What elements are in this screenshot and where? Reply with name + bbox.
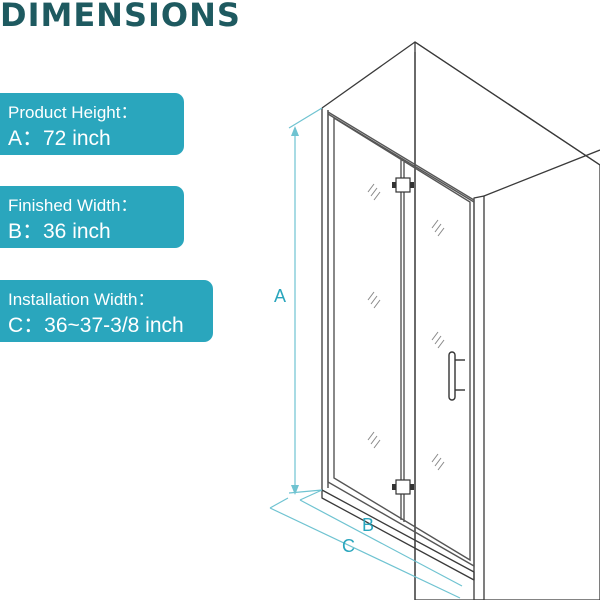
glass-reflection — [367, 431, 381, 449]
glass-reflection — [431, 331, 445, 349]
spec-label: Product Height： — [8, 103, 138, 122]
top-rail — [327, 113, 475, 203]
door-frame — [327, 110, 475, 568]
dim-line-b — [299, 499, 463, 587]
dim-line-c — [269, 507, 461, 599]
spec-box-finished-width: Finished Width： B：36 inch — [0, 186, 184, 248]
spec-value: A：72 inch — [8, 127, 111, 150]
glass-reflection — [367, 291, 381, 309]
spec-box-product-height: Product Height： A：72 inch — [0, 93, 184, 155]
glass-reflection — [367, 183, 381, 201]
glass-reflection — [431, 453, 445, 471]
right-wall — [473, 195, 485, 600]
door-frame-inner — [333, 116, 471, 562]
spec-box-installation-width: Installation Width： C：36~37-3/8 inch — [0, 280, 213, 342]
hinge-top — [395, 177, 411, 193]
hinge-bottom — [395, 479, 411, 495]
dim-label-b: B — [362, 515, 374, 535]
spec-value: C：36~37-3/8 inch — [8, 314, 184, 337]
glass-reflection — [431, 219, 445, 237]
page-title: DIMENSIONS — [0, 0, 241, 34]
floor-threshold — [321, 489, 475, 581]
back-wall — [414, 41, 600, 600]
dim-label-c: C — [342, 536, 355, 556]
ceiling-edge — [321, 41, 600, 166]
dim-label-a: A — [274, 286, 286, 306]
spec-label: Installation Width： — [8, 290, 155, 309]
spec-value: B：36 inch — [8, 220, 111, 243]
spec-label: Finished Width： — [8, 196, 138, 215]
door-handle — [448, 351, 456, 401]
right-wall-top — [483, 149, 600, 197]
